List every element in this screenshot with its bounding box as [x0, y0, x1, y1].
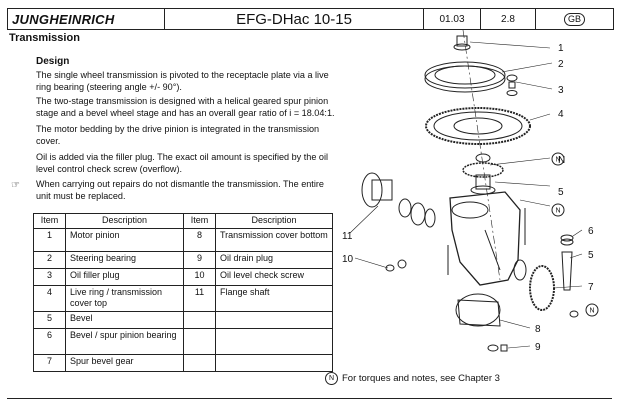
item-number: 4 — [33, 285, 66, 312]
language-badge: GB — [563, 12, 585, 26]
item-number: 9 — [183, 251, 216, 269]
item-number — [183, 328, 216, 355]
item-description: Oil filler plug — [65, 268, 184, 286]
design-heading: Design — [36, 56, 70, 67]
paragraph-1: The single wheel transmission is pivoted… — [36, 70, 329, 92]
table-row: 3 Oil filler plug 10 Oil level check scr… — [33, 268, 333, 286]
item-number: 5 — [33, 311, 66, 329]
column-header: Description — [215, 213, 333, 229]
page-number: 2.8 — [481, 9, 536, 29]
item-number: 11 — [183, 285, 216, 312]
steering-bearing-part — [424, 61, 506, 93]
table-row: 7 Spur bevel gear — [33, 354, 333, 372]
item-description: Bevel — [65, 311, 184, 329]
item-description: Steering bearing — [65, 251, 184, 269]
note-marker: N — [555, 157, 560, 164]
note-marker: N — [555, 208, 560, 215]
paragraph-2: The two-stage transmission is designed w… — [36, 96, 335, 118]
footnote: N For torques and notes, see Chapter 3 — [325, 372, 500, 385]
flange-shaft-part — [361, 172, 436, 228]
note-markers: N N N — [551, 152, 599, 317]
item-description: Bevel / spur pinion bearing — [65, 328, 184, 355]
item-number: 7 — [33, 354, 66, 372]
transmission-exploded-drawing: 1 2 3 4 N 5 6 5 11 10 7 8 9 N N N — [342, 30, 599, 353]
note-paragraph: When carrying out repairs do not dismant… — [36, 179, 324, 201]
callout-label: 1 — [558, 43, 564, 54]
callout-label: N — [558, 155, 565, 166]
item-description — [215, 311, 333, 329]
item-number: 2 — [33, 251, 66, 269]
item-number — [183, 354, 216, 372]
model-name: EFG-DHac 10-15 — [165, 9, 424, 29]
item-number: 10 — [183, 268, 216, 286]
footnote-text: For torques and notes, see Chapter 3 — [342, 373, 500, 384]
parts-table: Item Description Item Description 1 Moto… — [33, 213, 333, 372]
callout-label: 6 — [588, 226, 594, 237]
language-cell: GB — [536, 9, 613, 29]
callout-label: 3 — [558, 85, 564, 96]
table-row: 6 Bevel / spur pinion bearing — [33, 328, 333, 355]
item-number: 3 — [33, 268, 66, 286]
bevel-shaft-part — [524, 208, 574, 291]
callout-label: 4 — [558, 109, 564, 120]
callout-label: 9 — [535, 342, 541, 353]
transmission-housing-part — [449, 191, 521, 286]
column-header: Item — [183, 213, 216, 229]
item-number — [183, 311, 216, 329]
bottom-divider — [7, 398, 612, 399]
item-description: Motor pinion — [65, 228, 184, 252]
spur-gear-stage-part — [462, 153, 504, 195]
item-number: 6 — [33, 328, 66, 355]
table-row: 5 Bevel — [33, 311, 333, 329]
header-bar: JUNGHEINRICH EFG-DHac 10-15 01.03 2.8 GB — [7, 8, 614, 30]
callout-label: 5 — [588, 250, 594, 261]
table-row: 4 Live ring / transmission cover top 11 … — [33, 285, 333, 312]
callout-label: 8 — [535, 324, 541, 335]
table-header-row: Item Description Item Description — [33, 213, 333, 229]
item-description: Oil level check screw — [215, 268, 333, 286]
item-description: Spur bevel gear — [65, 354, 184, 372]
table-row: 2 Steering bearing 9 Oil drain plug — [33, 251, 333, 269]
item-description: Flange shaft — [215, 285, 333, 312]
note-marker: N — [589, 308, 594, 315]
column-header: Description — [65, 213, 184, 229]
motor-pinion-part — [453, 35, 471, 51]
item-description — [215, 354, 333, 372]
column-header: Item — [33, 213, 66, 229]
callout-label: 2 — [558, 59, 564, 70]
paragraph-4: Oil is added via the filler plug. The ex… — [36, 152, 328, 174]
oil-level-screw-part — [385, 245, 449, 275]
oil-drain-plug-part — [487, 344, 508, 352]
item-description: Live ring / transmission cover top — [65, 285, 184, 312]
leader-lines — [349, 41, 583, 349]
spur-bevel-gear-part — [513, 259, 579, 318]
callout-labels: 1 2 3 4 N 5 6 5 11 10 7 8 9 — [342, 43, 594, 353]
brand-logo: JUNGHEINRICH — [8, 9, 165, 29]
section-title: Transmission — [9, 32, 80, 44]
oil-filler-plug-part — [506, 74, 518, 96]
item-description: Oil drain plug — [215, 251, 333, 269]
note-symbol: N — [325, 372, 338, 385]
callout-label: 7 — [588, 282, 594, 293]
callout-label: 5 — [558, 187, 564, 198]
live-ring-part — [425, 107, 531, 145]
callout-label: 10 — [342, 254, 354, 265]
callout-label: 11 — [342, 231, 353, 242]
hand-pointer-icon: ☞ — [11, 180, 20, 191]
item-number: 8 — [183, 228, 216, 252]
item-description — [215, 328, 333, 355]
item-description: Transmission cover bottom — [215, 228, 333, 252]
paragraph-3: The motor bedding by the drive pinion is… — [36, 124, 320, 146]
doc-code: 01.03 — [424, 9, 481, 29]
table-row: 1 Motor pinion 8 Transmission cover bott… — [33, 228, 333, 252]
item-number: 1 — [33, 228, 66, 252]
cover-bottom-part — [455, 293, 501, 327]
